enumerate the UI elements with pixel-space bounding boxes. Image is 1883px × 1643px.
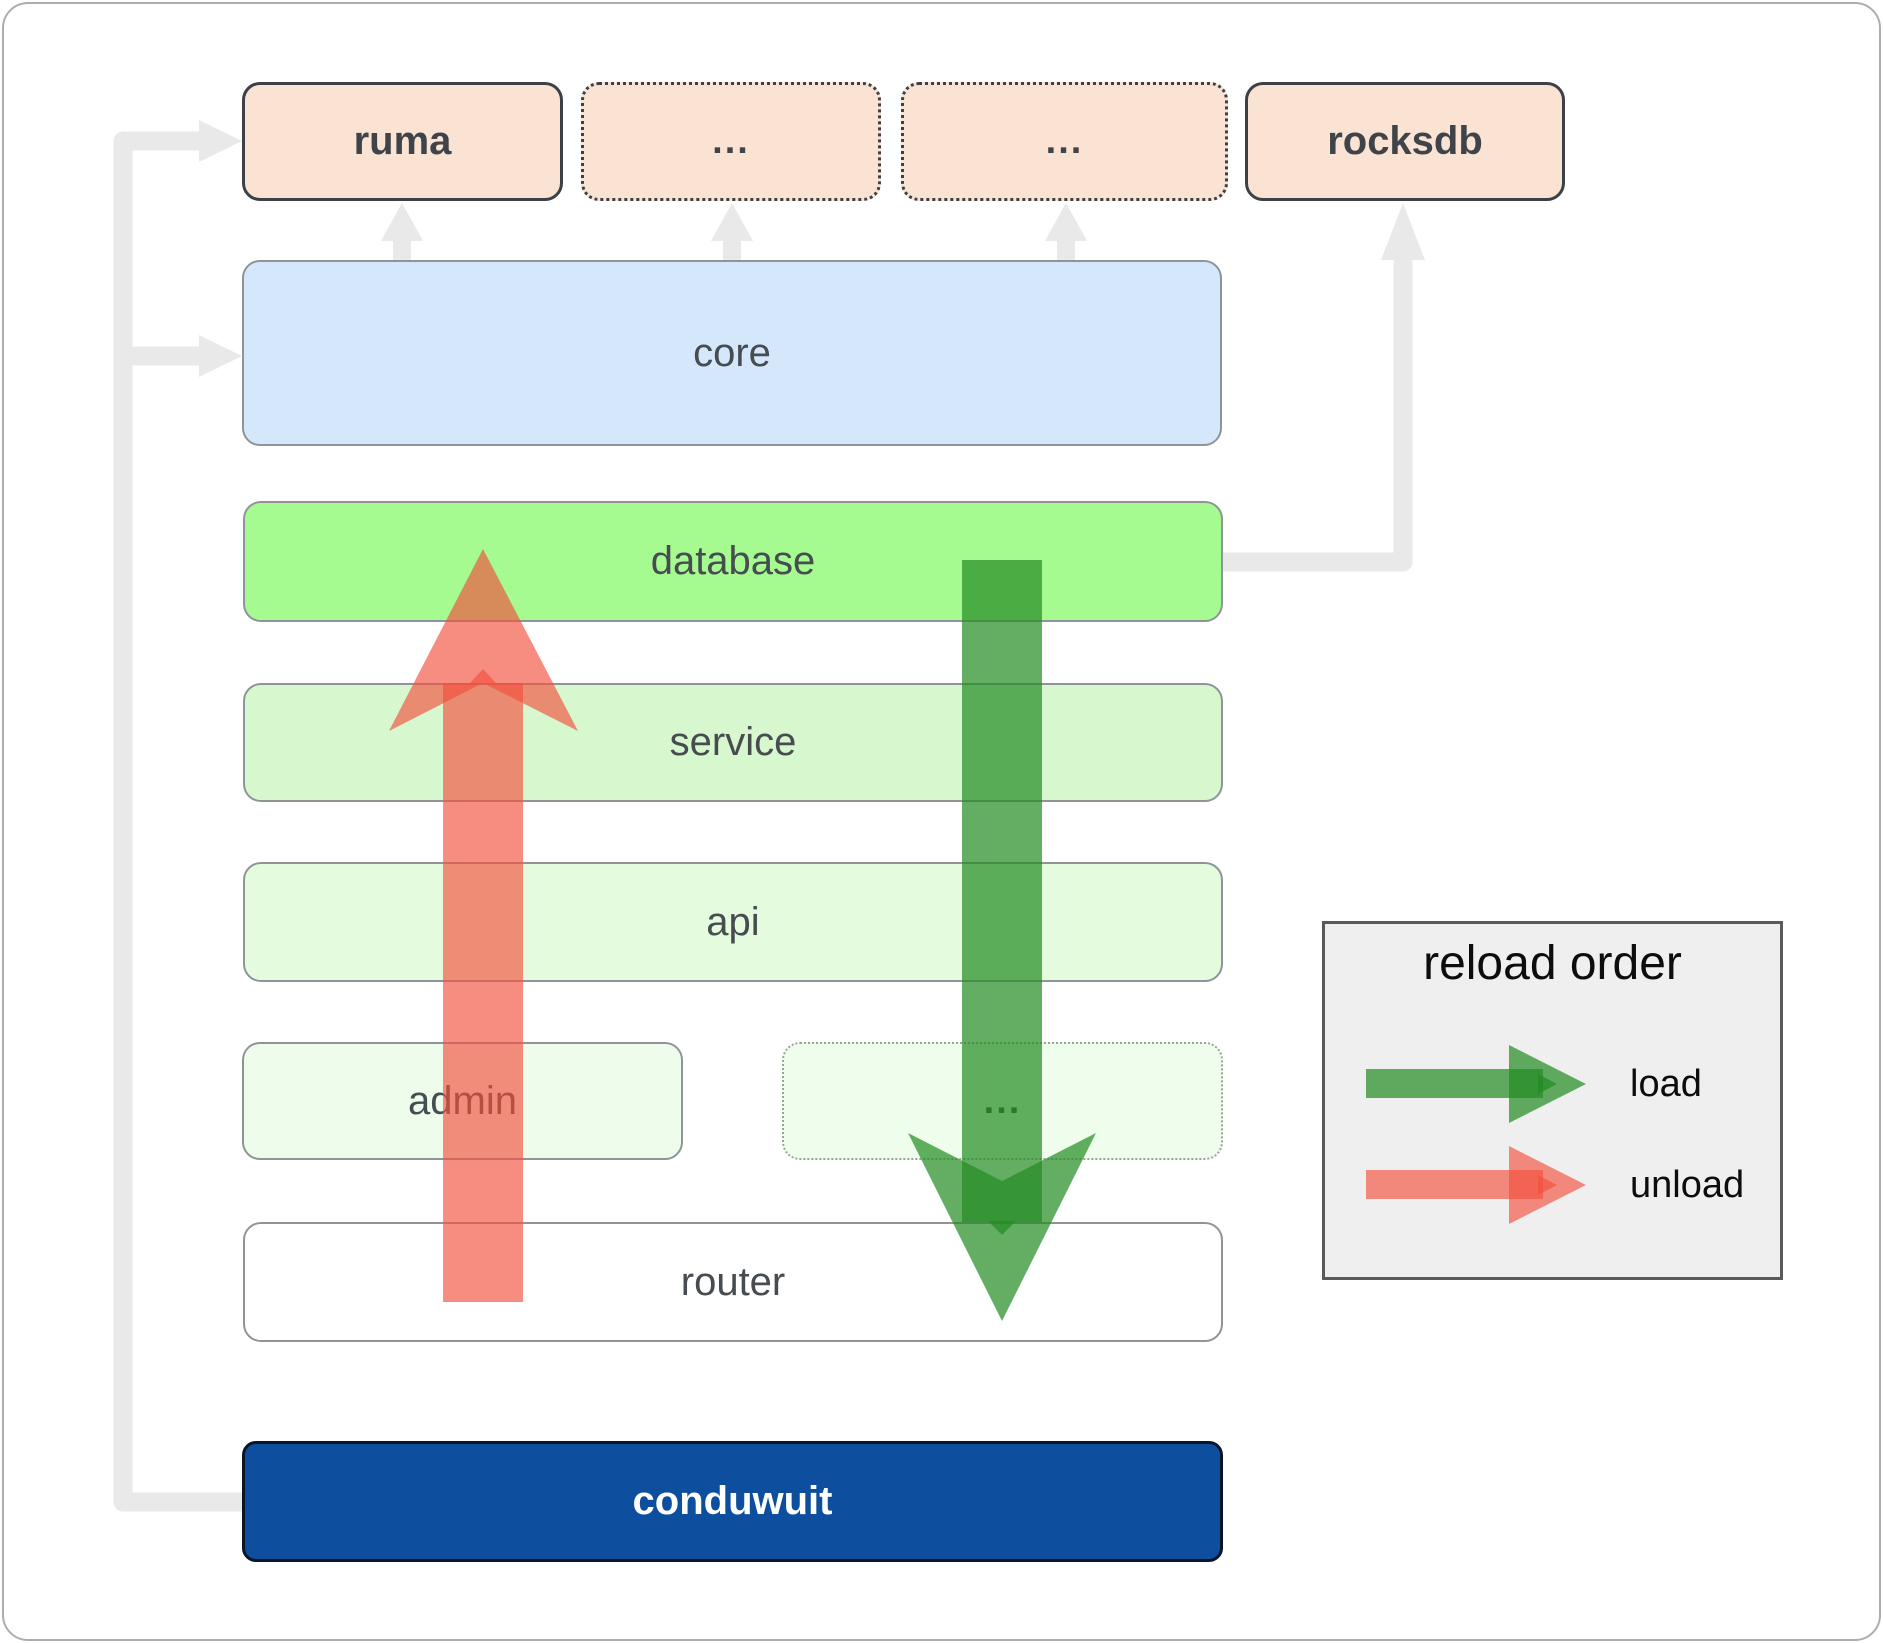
load-arrow-notch bbox=[988, 1221, 1016, 1235]
load-arrow-shaft bbox=[962, 560, 1042, 1222]
node-api: api bbox=[243, 862, 1223, 982]
node-ruma: ruma bbox=[242, 82, 563, 201]
node-core: core bbox=[242, 260, 1222, 446]
node-ruma-label: ruma bbox=[353, 119, 452, 163]
node-crate-ellipsis-2: ... bbox=[901, 82, 1228, 201]
node-service-label: service bbox=[669, 720, 797, 764]
node-conduwuit: conduwuit bbox=[242, 1441, 1223, 1562]
connector-conduwuit-to-ruma bbox=[113, 131, 242, 1512]
node-rocksdb-label: rocksdb bbox=[1327, 119, 1483, 163]
connector-database-to-rocksdb bbox=[1223, 260, 1413, 572]
arrowhead-to-rocksdb bbox=[1381, 203, 1425, 260]
node-crate-ellipsis-1-label: ... bbox=[712, 120, 750, 162]
node-database-label: database bbox=[650, 539, 816, 583]
node-router: router bbox=[243, 1222, 1223, 1342]
legend-unload-label: unload bbox=[1630, 1163, 1745, 1206]
node-database: database bbox=[243, 501, 1223, 622]
unload-arrow-notch bbox=[1538, 1175, 1557, 1195]
arrowhead-core-to-ruma bbox=[381, 203, 423, 241]
unload-arrow-icon bbox=[1366, 1146, 1586, 1224]
load-arrow-notch bbox=[1538, 1074, 1557, 1094]
legend-load-label: load bbox=[1630, 1062, 1702, 1105]
arrowhead-core-to-dots1 bbox=[711, 203, 753, 241]
node-crate-ellipsis-2-label: ... bbox=[1045, 120, 1084, 162]
unload-arrow-shaft bbox=[443, 683, 523, 1302]
legend-title: reload order bbox=[1423, 937, 1682, 990]
node-router-label: router bbox=[680, 1259, 786, 1304]
load-arrow-icon bbox=[1366, 1045, 1586, 1123]
legend-reload-order: reload order load unload bbox=[1322, 921, 1783, 1280]
arrowhead-to-ruma bbox=[199, 120, 242, 162]
unload-arrow-head bbox=[389, 549, 578, 731]
arrowhead-core-to-dots2 bbox=[1045, 203, 1087, 241]
node-rocksdb: rocksdb bbox=[1245, 82, 1565, 201]
unload-arrow-notch bbox=[469, 669, 497, 684]
arrowhead-to-core bbox=[199, 335, 242, 377]
node-api-label: api bbox=[706, 899, 760, 944]
node-crate-ellipsis-1: ... bbox=[581, 82, 881, 201]
node-conduwuit-label: conduwuit bbox=[632, 1479, 833, 1523]
node-core-label: core bbox=[693, 330, 771, 375]
